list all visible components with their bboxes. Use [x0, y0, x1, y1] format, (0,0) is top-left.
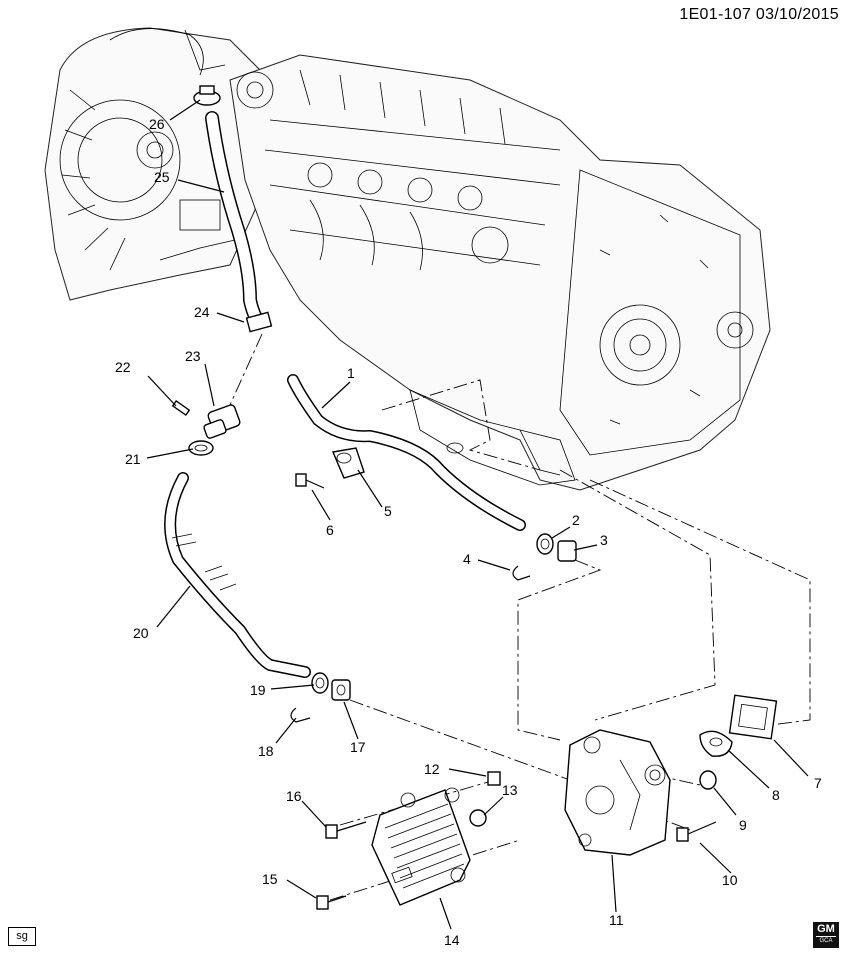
part-6-bolt [295, 473, 325, 489]
callout-21: 21 [125, 451, 141, 467]
callout-17: 17 [350, 739, 366, 755]
part-20-pipe [164, 472, 311, 678]
callout-7: 7 [814, 775, 822, 791]
callout-18: 18 [258, 743, 274, 759]
part-23-connector [203, 404, 241, 439]
part-5-bracket [332, 447, 365, 479]
leader-lines [146, 99, 809, 930]
callout-12: 12 [424, 761, 440, 777]
callout-8: 8 [772, 787, 780, 803]
callout-9: 9 [739, 817, 747, 833]
part-13-oring [469, 809, 487, 827]
part-3-nut [557, 540, 577, 562]
alignment-line-24-23 [229, 333, 263, 406]
part-11-adapter [564, 729, 671, 856]
diagram-id: 1E01-107 03/10/2015 [679, 6, 839, 23]
callout-2: 2 [572, 512, 580, 528]
part-10-bolt [676, 821, 717, 842]
callout-19: 19 [250, 682, 266, 698]
callout-16: 16 [286, 788, 302, 804]
part-12-plug [487, 771, 501, 786]
part-17-nut [331, 679, 351, 701]
callout-20: 20 [133, 625, 149, 641]
part-25-hose [205, 111, 263, 325]
part-7-gasket [728, 694, 778, 740]
part-26-clamp [193, 85, 221, 106]
callout-25: 25 [154, 169, 170, 185]
part-19-fitting [311, 672, 329, 694]
callout-11: 11 [609, 912, 624, 928]
part-21-seal [188, 440, 214, 456]
gm-logo-top: GM [817, 923, 835, 935]
callout-24: 24 [194, 304, 210, 320]
part-9-oring [699, 770, 717, 790]
callout-4: 4 [463, 551, 471, 567]
sg-label: sg [8, 927, 36, 946]
callout-10: 10 [722, 872, 738, 888]
callout-6: 6 [326, 522, 334, 538]
part-14-oil-cooler [371, 787, 471, 906]
gm-logo: GM GCA [813, 922, 839, 948]
transmission-housing [44, 27, 261, 301]
part-22-pin [171, 399, 191, 417]
callout-15: 15 [262, 871, 278, 887]
part-8-gasket [699, 730, 733, 757]
callout-3: 3 [600, 532, 608, 548]
part-15-bolt [316, 895, 347, 910]
callout-23: 23 [185, 348, 201, 364]
callout-5: 5 [384, 503, 392, 519]
callout-1: 1 [347, 365, 355, 381]
callout-labels: 1 2 3 4 5 6 7 8 9 10 11 12 13 14 15 16 1… [115, 116, 822, 948]
part-4-clip [512, 565, 531, 581]
gm-logo-bottom: GCA [816, 936, 836, 945]
part-1-pipe [287, 374, 526, 531]
part-24-fitting [245, 311, 273, 333]
part-2-fitting [536, 533, 554, 555]
part-16-bolt [325, 821, 367, 839]
callout-26: 26 [149, 116, 165, 132]
engine-block [229, 54, 771, 491]
callout-13: 13 [502, 782, 518, 798]
callout-22: 22 [115, 359, 131, 375]
part-18-clip [290, 707, 311, 723]
callout-14: 14 [444, 932, 460, 948]
